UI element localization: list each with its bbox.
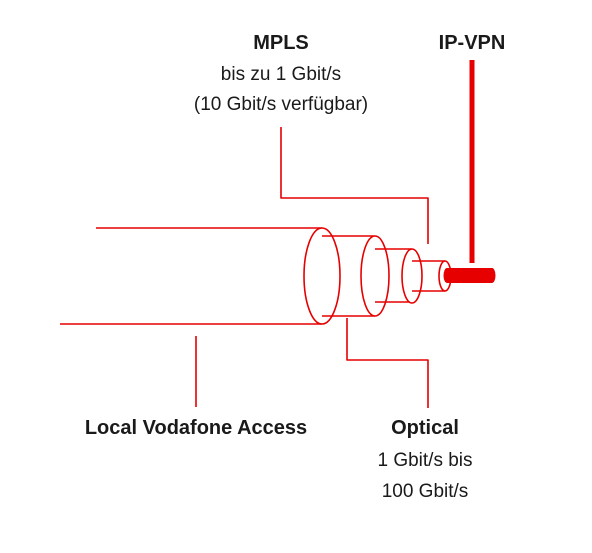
optical-label-group: Optical 1 Gbit/s bis 100 Gbit/s <box>345 418 505 501</box>
second-cable-layer <box>322 235 390 317</box>
mpls-bandwidth: bis zu 1 Gbit/s <box>220 64 342 85</box>
outer-cable-layer <box>60 227 341 325</box>
mpls-availability: (10 Gbit/s verfügbar) <box>193 94 369 115</box>
optical-bandwidth-max: 100 Gbit/s <box>381 481 469 502</box>
optical-bandwidth-min: 1 Gbit/s bis <box>377 450 473 471</box>
optical-leader-line <box>346 318 429 408</box>
ipvpn-core <box>443 268 496 283</box>
mpls-leader-line <box>280 127 429 244</box>
mpls-title: MPLS <box>253 32 309 54</box>
mpls-label-group: MPLS bis zu 1 Gbit/s (10 Gbit/s verfügba… <box>181 33 381 114</box>
ipvpn-title: IP-VPN <box>438 32 506 54</box>
optical-cable-layer <box>375 248 423 304</box>
optical-title: Optical <box>391 417 459 439</box>
local-access-title: Local Vodafone Access <box>84 417 308 439</box>
